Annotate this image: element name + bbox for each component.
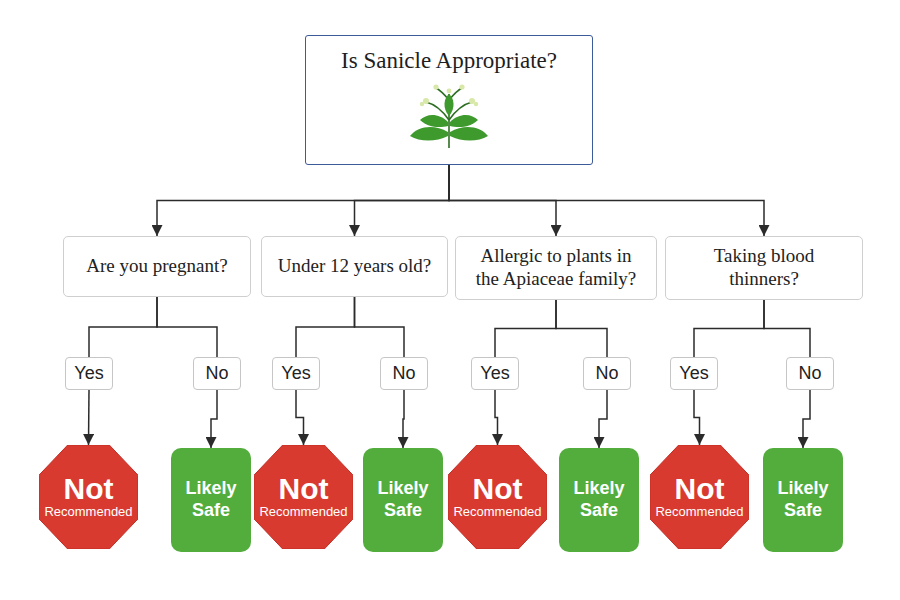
connector xyxy=(764,300,810,357)
connector xyxy=(88,390,90,445)
answer-box: No xyxy=(380,357,428,390)
answer-label: No xyxy=(205,363,228,384)
safe-box: Likely Safe xyxy=(763,448,843,552)
answer-box: Yes xyxy=(471,357,519,390)
question-text: Allergic to plants in the Apiaceae famil… xyxy=(468,245,644,291)
result-text: Recommended xyxy=(453,504,541,521)
answer-box: Yes xyxy=(670,357,718,390)
title-box: Is Sanicle Appropriate? xyxy=(305,35,593,165)
answer-label: Yes xyxy=(480,363,509,384)
result-text: Not xyxy=(473,473,523,505)
result-text: Likely Safe xyxy=(367,478,439,521)
safe-box: Likely Safe xyxy=(363,448,443,552)
question-box: Are you pregnant? xyxy=(63,236,251,297)
question-text: Are you pregnant? xyxy=(86,255,227,278)
connector xyxy=(211,390,217,448)
result-text: Likely Safe xyxy=(563,478,635,521)
answer-box: Yes xyxy=(65,357,113,390)
stop-octagon: NotRecommended xyxy=(254,445,353,549)
answer-box: Yes xyxy=(272,357,320,390)
connector xyxy=(556,300,607,357)
connector xyxy=(599,390,607,448)
octagon-outline xyxy=(254,445,353,549)
answer-label: No xyxy=(392,363,415,384)
stop-octagon: NotRecommended xyxy=(650,445,749,549)
question-box: Allergic to plants in the Apiaceae famil… xyxy=(455,236,657,300)
connector xyxy=(296,297,355,357)
connector xyxy=(694,390,700,445)
result-text: Not xyxy=(279,473,329,505)
octagon-outline xyxy=(650,445,749,549)
answer-box: No xyxy=(786,357,834,390)
title-text: Is Sanicle Appropriate? xyxy=(341,48,557,74)
connector xyxy=(495,390,498,445)
answer-label: Yes xyxy=(281,363,310,384)
answer-box: No xyxy=(583,357,631,390)
result-text: Likely Safe xyxy=(767,478,839,521)
result-text: Not xyxy=(675,473,725,505)
octagon-outline xyxy=(39,445,138,549)
connector xyxy=(449,165,764,236)
connector xyxy=(355,165,450,236)
connector xyxy=(495,300,556,357)
connector xyxy=(803,390,810,448)
answer-box: No xyxy=(193,357,241,390)
connector xyxy=(157,165,449,236)
question-box: Taking blood thinners? xyxy=(665,236,863,300)
result-text: Recommended xyxy=(655,504,743,521)
stop-octagon: NotRecommended xyxy=(39,445,138,549)
connector xyxy=(403,390,404,448)
answer-label: Yes xyxy=(679,363,708,384)
plant-illustration xyxy=(404,80,494,150)
result-text: Likely Safe xyxy=(175,478,247,521)
connector xyxy=(355,297,405,357)
answer-label: No xyxy=(798,363,821,384)
result-text: Not xyxy=(64,473,114,505)
question-text: Taking blood thinners? xyxy=(678,245,850,291)
safe-box: Likely Safe xyxy=(559,448,639,552)
answer-label: Yes xyxy=(74,363,103,384)
answer-label: No xyxy=(595,363,618,384)
result-text: Recommended xyxy=(259,504,347,521)
octagon-outline xyxy=(448,445,547,549)
connector xyxy=(157,297,217,357)
connector xyxy=(296,390,304,445)
stop-octagon: NotRecommended xyxy=(448,445,547,549)
question-box: Under 12 years old? xyxy=(261,236,448,297)
connector xyxy=(694,300,764,357)
connector xyxy=(89,297,157,357)
question-text: Under 12 years old? xyxy=(278,255,432,278)
result-text: Recommended xyxy=(44,504,132,521)
safe-box: Likely Safe xyxy=(171,448,251,552)
